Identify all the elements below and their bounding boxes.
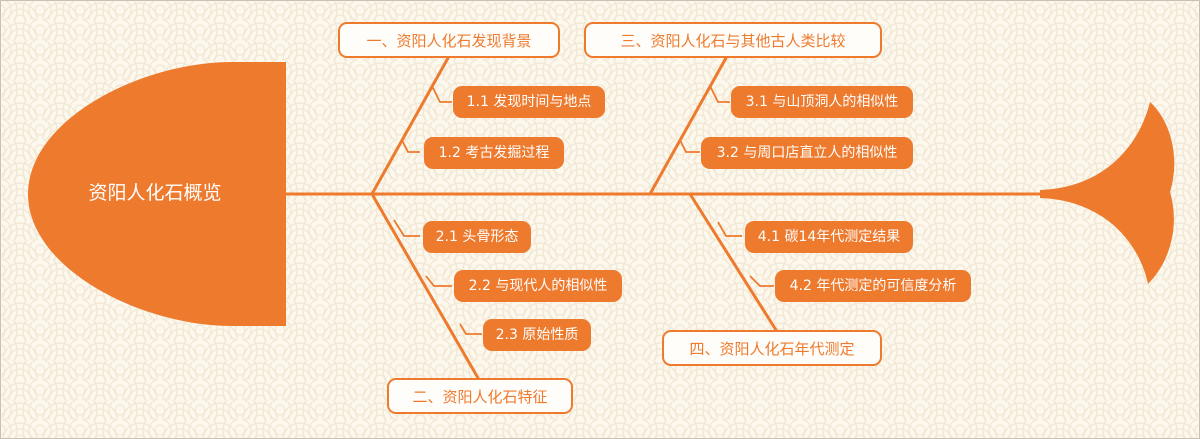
leaf-dating-reliability[interactable]: 4.2 年代测定的可信度分析 [775,270,971,302]
bone-branch-2 [370,192,480,380]
leaf-skull-morphology[interactable]: 2.1 头骨形态 [423,221,531,253]
bone-branch-4 [688,192,778,332]
leaf-connectors [393,85,774,335]
bone-branch-1 [370,56,450,196]
fish-tail [1040,102,1175,284]
branch-comparison[interactable]: 三、资阳人化石与其他古人类比较 [584,22,882,58]
branch-dating[interactable]: 四、资阳人化石年代测定 [662,330,882,366]
branch-features[interactable]: 二、资阳人化石特征 [387,378,573,414]
leaf-discovery-time-place[interactable]: 1.1 发现时间与地点 [453,86,605,118]
leaf-zhoukoudian-similarity[interactable]: 3.2 与周口店直立人的相似性 [701,137,913,169]
bones [284,56,1048,380]
diagram-title: 资阳人化石概览 [88,182,222,204]
branch-background[interactable]: 一、资阳人化石发现背景 [338,22,560,58]
leaf-excavation-process[interactable]: 1.2 考古发掘过程 [424,137,564,169]
leaf-c14-dating[interactable]: 4.1 碳14年代测定结果 [745,221,913,253]
fish-head [28,62,286,326]
bone-branch-3 [648,56,728,196]
leaf-modern-similarity[interactable]: 2.2 与现代人的相似性 [454,270,622,302]
leaf-primitive-nature[interactable]: 2.3 原始性质 [483,319,591,351]
leaf-upper-cave-similarity[interactable]: 3.1 与山顶洞人的相似性 [731,86,913,118]
